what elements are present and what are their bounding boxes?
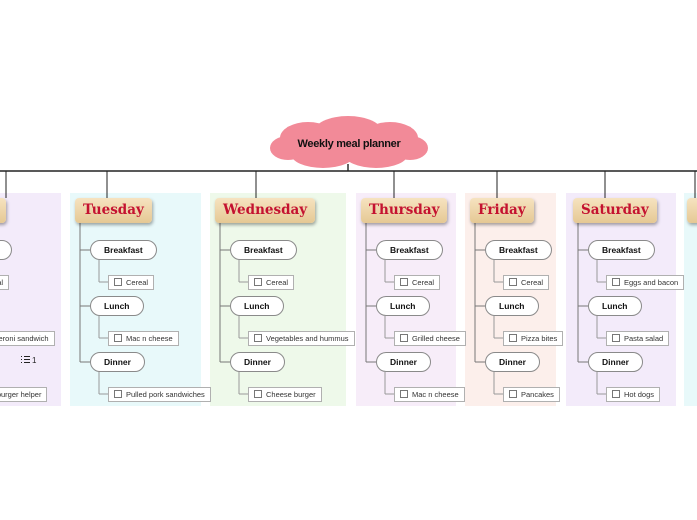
checkbox-icon[interactable] [114,390,122,398]
checkbox-icon[interactable] [400,278,408,286]
meal-dinner-wednesday[interactable]: Dinner [230,352,285,372]
food-item-saturday-1[interactable]: Eggs and bacon [606,275,685,290]
meal-lunch-saturday[interactable]: Lunch [588,296,642,316]
food-item-label: Vegetables and hummus [266,334,349,343]
food-item-monday-1[interactable]: Cereal [0,275,10,290]
food-item-friday-3[interactable]: Pancakes [503,387,560,402]
meal-lunch-thursday[interactable]: Lunch [376,296,430,316]
food-item-tuesday-3[interactable]: Pulled pork sandwiches [108,387,211,402]
food-item-wednesday-2[interactable]: Vegetables and hummus [248,331,355,346]
meal-dinner-thursday[interactable]: Dinner [376,352,431,372]
food-item-label: Hot dogs [624,390,655,399]
root-topic[interactable]: Weekly meal planner [268,114,430,170]
meal-breakfast-tuesday[interactable]: Breakfast [90,240,157,260]
meal-breakfast-wednesday[interactable]: Breakfast [230,240,297,260]
food-item-monday-3[interactable]: Hamburger helper [0,387,48,402]
food-item-friday-1[interactable]: Cereal [503,275,550,290]
day-column-partial [684,193,697,406]
day-topic-tuesday[interactable]: Tuesday [75,198,152,223]
day-column-monday [0,193,61,406]
food-item-label: Eggs and bacon [624,278,679,287]
checkbox-icon[interactable] [509,390,517,398]
meal-lunch-friday[interactable]: Lunch [485,296,539,316]
food-item-label: Pepperoni sandwich [0,334,49,343]
food-item-wednesday-3[interactable]: Cheese burger [248,387,322,402]
food-item-label: Cereal [412,278,435,287]
food-item-label: Pancakes [521,390,554,399]
checkbox-icon[interactable] [509,334,517,342]
checkbox-icon[interactable] [612,334,620,342]
meal-breakfast-saturday[interactable]: Breakfast [588,240,655,260]
checkbox-icon[interactable] [509,278,517,286]
checkbox-icon[interactable] [114,334,122,342]
notes-count: 1 [32,356,37,365]
checkbox-icon[interactable] [400,334,408,342]
food-item-label: Cereal [126,278,149,287]
food-item-label: Hamburger helper [0,390,42,399]
food-item-wednesday-1[interactable]: Cereal [248,275,295,290]
checkbox-icon[interactable] [114,278,122,286]
checkbox-icon[interactable] [612,278,620,286]
cloud-shape [270,116,428,168]
checkbox-icon[interactable] [400,390,408,398]
food-item-label: Pizza bites [521,334,558,343]
checkbox-icon[interactable] [254,278,262,286]
meal-dinner-tuesday[interactable]: Dinner [90,352,145,372]
day-topic-friday[interactable]: Friday [470,198,534,223]
meal-breakfast-friday[interactable]: Breakfast [485,240,552,260]
food-item-label: Cheese burger [266,390,316,399]
food-item-label: Mac n cheese [126,334,173,343]
day-topic-monday[interactable]: Monday [0,198,6,223]
food-item-label: Pasta salad [624,334,664,343]
day-topic-saturday[interactable]: Saturday [573,198,657,223]
meal-lunch-wednesday[interactable]: Lunch [230,296,284,316]
day-topic-thursday[interactable]: Thursday [361,198,448,223]
food-item-thursday-3[interactable]: Mac n cheese [394,387,465,402]
meal-breakfast-thursday[interactable]: Breakfast [376,240,443,260]
food-item-friday-2[interactable]: Pizza bites [503,331,564,346]
root-title: Weekly meal planner [297,138,401,150]
food-item-label: Grilled cheese [412,334,460,343]
checkbox-icon[interactable] [612,390,620,398]
meal-dinner-saturday[interactable]: Dinner [588,352,643,372]
food-item-label: Pulled pork sandwiches [126,390,205,399]
checkbox-icon[interactable] [254,390,262,398]
food-item-thursday-1[interactable]: Cereal [394,275,441,290]
food-item-label: Cereal [266,278,289,287]
day-topic-wednesday[interactable]: Wednesday [215,198,316,223]
food-item-tuesday-1[interactable]: Cereal [108,275,155,290]
food-item-saturday-3[interactable]: Hot dogs [606,387,661,402]
checkbox-icon[interactable] [254,334,262,342]
notes-indicator[interactable]: 1 [21,356,36,365]
food-item-tuesday-2[interactable]: Mac n cheese [108,331,179,346]
food-item-label: Mac n cheese [412,390,459,399]
meal-lunch-tuesday[interactable]: Lunch [90,296,144,316]
food-item-saturday-2[interactable]: Pasta salad [606,331,670,346]
meal-dinner-friday[interactable]: Dinner [485,352,540,372]
food-item-monday-2[interactable]: Pepperoni sandwich [0,331,55,346]
food-item-thursday-2[interactable]: Grilled cheese [394,331,466,346]
day-topic-partial[interactable] [687,198,697,223]
food-item-label: Cereal [0,278,4,287]
food-item-label: Cereal [521,278,544,287]
list-icon [21,356,30,364]
